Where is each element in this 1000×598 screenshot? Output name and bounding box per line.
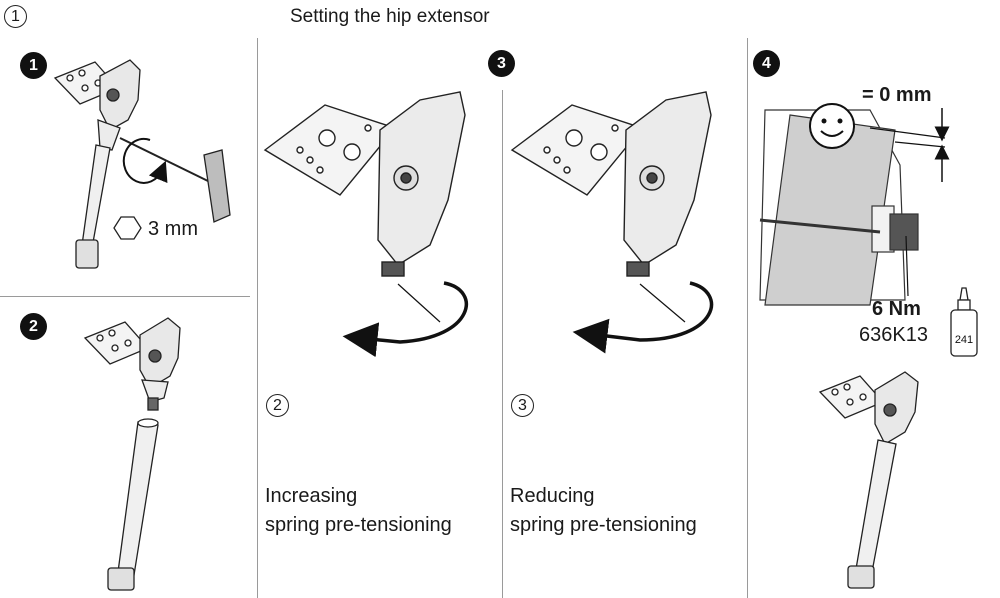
bottle-label: 241	[955, 334, 973, 346]
section-number: 1	[4, 5, 27, 28]
part-number-label: 636K13	[859, 324, 928, 346]
detail-illustration	[759, 109, 919, 306]
torque-label: 6 Nm	[872, 298, 921, 320]
threadlocker-bottle-icon	[950, 287, 978, 357]
step-badge-2: 2	[20, 313, 47, 340]
joint-reduce-illustration	[510, 91, 712, 277]
variant-number-reduce: 3	[511, 394, 534, 417]
step-badge-1: 1	[20, 52, 47, 79]
hex-key-size-label: 3 mm	[148, 218, 198, 240]
smiley-icon	[809, 103, 855, 149]
caption-reduce: Reducing spring pre-tensioning	[510, 482, 697, 540]
hex-icon	[113, 216, 142, 240]
step-badge-4: 4	[753, 50, 780, 77]
divider	[257, 38, 258, 598]
divider	[502, 90, 503, 598]
caption-increase: Increasing spring pre-tensioning	[265, 482, 452, 540]
caption-line: Reducing	[510, 485, 595, 507]
caption-line: spring pre-tensioning	[265, 514, 452, 536]
step-badge-3: 3	[488, 50, 515, 77]
divider	[747, 38, 748, 598]
page-title: Setting the hip extensor	[290, 6, 490, 27]
caption-line: spring pre-tensioning	[510, 514, 697, 536]
step1-joint-illustration	[53, 59, 231, 269]
gap-label: = 0 mm	[862, 84, 932, 106]
step2-assembly-illustration	[83, 317, 181, 591]
joint-increase-illustration	[263, 91, 466, 277]
caption-line: Increasing	[265, 485, 358, 507]
step4-assembly-illustration	[818, 371, 919, 589]
variant-number-increase: 2	[266, 394, 289, 417]
divider	[0, 296, 250, 297]
